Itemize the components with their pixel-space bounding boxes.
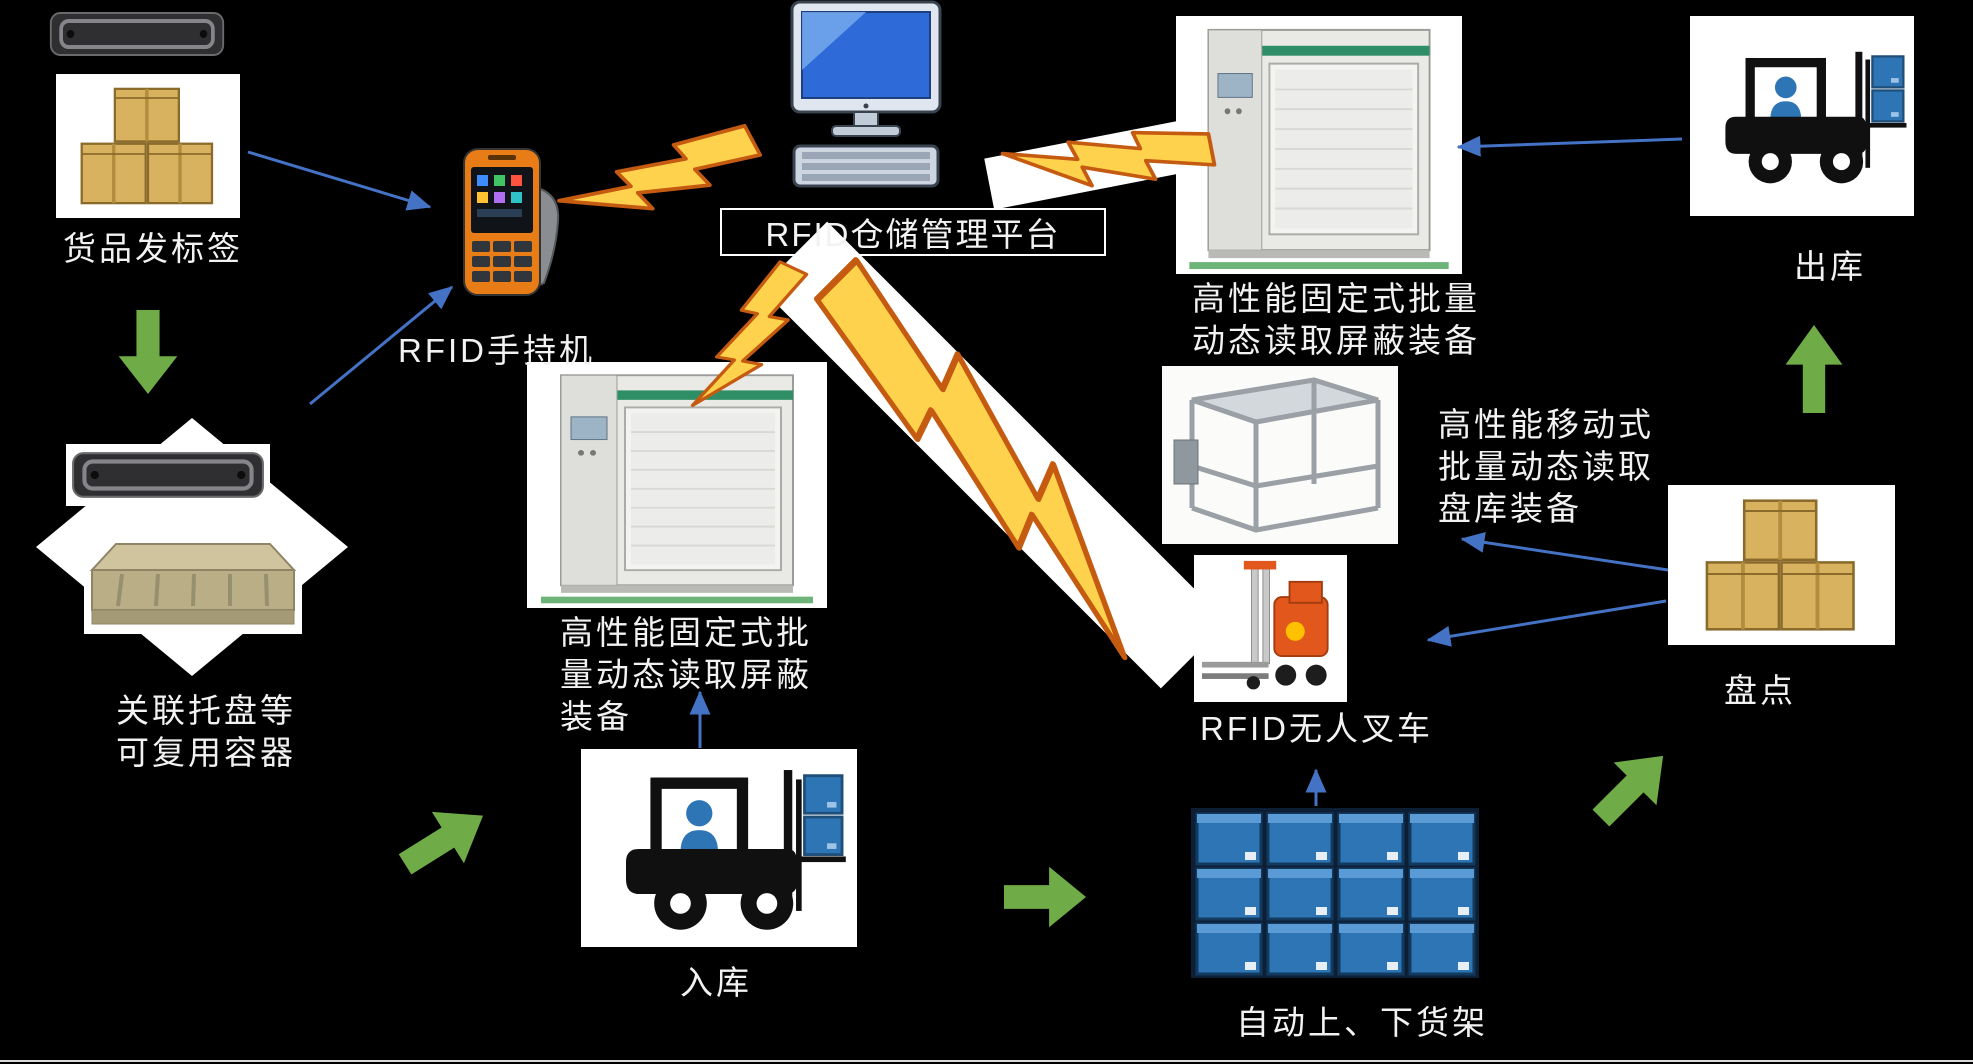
inbound-label: 入库 [680,964,752,1001]
pallet-association-label: 关联托盘等 可复用容器 [116,692,296,771]
flow-arrow-icon [388,788,501,893]
rfid-tag-icon [48,8,226,60]
flow-arrow-icon [1578,733,1687,842]
fixed-reader-gate-icon [527,362,827,608]
slide-bottom-edge [0,1060,1973,1062]
goods-tagging-label: 货品发标签 [63,230,243,267]
mobile-reader-label: 高性能移动式 批量动态读取 盘库装备 [1438,406,1654,527]
connector-arrow-icon [1426,599,1667,647]
connector-arrow-icon [247,150,432,211]
connector-arrow-icon [1460,531,1669,572]
carton-boxes-icon [56,74,240,218]
forklift-icon [581,749,857,947]
platform-title-box: RFID仓储管理平台 [720,208,1106,256]
shelves-label: 自动上、下货架 [1236,1004,1488,1041]
carton-boxes-icon [1668,485,1895,645]
wireless-lightning-icon [769,230,1219,680]
outbound-label: 出库 [1794,248,1866,285]
handheld-label: RFID手持机 [398,332,595,369]
wireless-lightning-icon [679,246,824,436]
fixed-reader-center-label: 高性能固定式批 量动态读取屏蔽 装备 [560,614,812,735]
pallet-icon [84,522,302,634]
wireless-lightning-icon [549,93,772,269]
flow-arrow-icon [1783,325,1845,413]
fixed-reader-top-label: 高性能固定式批量 动态读取屏蔽装备 [1192,280,1480,359]
mobile-reader-frame-icon [1162,366,1398,544]
agv-stacker-icon [1194,555,1347,702]
flow-arrow-icon [1004,864,1086,930]
storage-rack-icon [1191,808,1479,978]
fixed-reader-gate-icon [1176,16,1462,274]
inventory-label: 盘点 [1724,672,1796,709]
wireless-lightning-icon [997,100,1222,225]
rfid-forklift-label: RFID无人叉车 [1200,710,1433,747]
flow-arrow-icon [116,310,180,394]
connector-arrow-icon [1456,135,1683,157]
handheld-reader-icon [454,144,568,300]
rfid-tag-icon [66,444,270,506]
desktop-computer-icon [770,0,962,208]
forklift-icon [1690,16,1914,216]
platform-title: RFID仓储管理平台 [765,216,1061,253]
